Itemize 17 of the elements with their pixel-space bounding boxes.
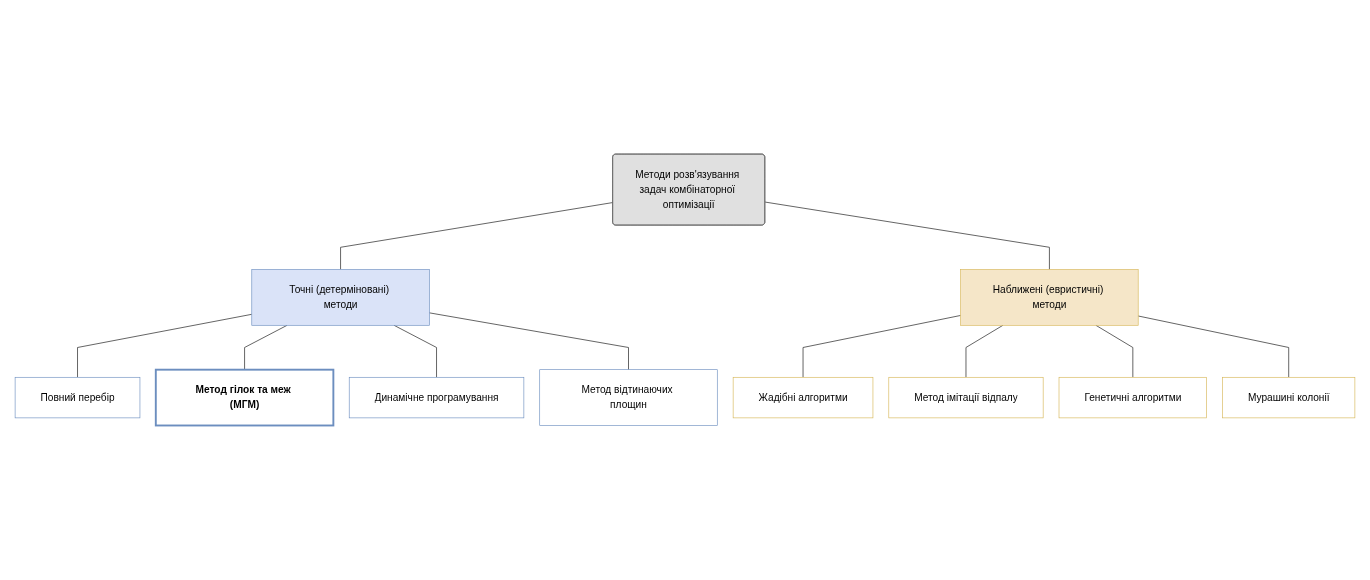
connector xyxy=(1137,315,1290,378)
node-box: Мурашині колонії xyxy=(1222,377,1356,419)
node-box: Точні (детерміновані) методи xyxy=(251,269,430,326)
node-box: Метод імітації відпалу xyxy=(888,377,1044,419)
node-box: Жадібні алгоритми xyxy=(732,377,874,419)
node-box: Наближені (евристичні) методи xyxy=(960,269,1139,326)
connector xyxy=(802,315,961,378)
node-box: Динамічне програмування xyxy=(348,377,525,419)
node-box: Метод гілок та меж (МГМ) xyxy=(154,368,335,427)
node-box: Генетичні алгоритми xyxy=(1058,377,1207,419)
connector xyxy=(428,312,629,371)
node-box: Повний перебір xyxy=(14,377,141,419)
connector xyxy=(764,201,1050,271)
node-box: Метод відтинаючих площин xyxy=(539,369,718,427)
connector xyxy=(77,314,253,378)
connector xyxy=(340,202,614,271)
connector xyxy=(244,325,288,371)
